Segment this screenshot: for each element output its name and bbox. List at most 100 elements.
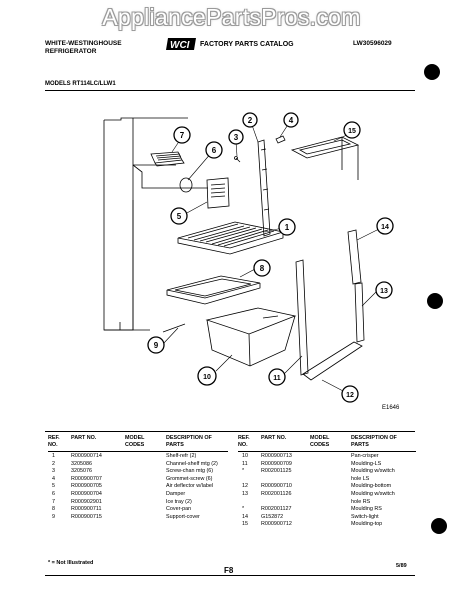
- callout-6: 6: [205, 141, 223, 159]
- catalog-title: FACTORY PARTS CATALOG: [200, 41, 294, 48]
- ref-no-cell: 11: [242, 460, 248, 467]
- part-no-cell: R000900715: [71, 513, 102, 520]
- description-cell: Shelf-refr (2): [166, 453, 197, 459]
- figure-code: E1646: [382, 405, 400, 411]
- part-no-cell: R000900710: [261, 483, 292, 490]
- ref-no-cell: 2: [52, 460, 55, 467]
- callout-15: 15: [343, 121, 361, 139]
- ice-tray-part: [150, 151, 185, 167]
- brand-name: WHITE-WESTINGHOUSE: [45, 40, 122, 47]
- svg-text:6: 6: [212, 146, 217, 155]
- moulding-bottom-part: [302, 341, 363, 381]
- damper-part: [179, 177, 193, 193]
- svg-text:14: 14: [381, 224, 389, 231]
- footer-rule: [45, 575, 415, 576]
- table-row: hole RS: [238, 499, 418, 506]
- description-cell: hole LS: [351, 475, 370, 482]
- header-description: DESCRIPTION OF PARTS: [351, 435, 397, 448]
- ref-no-cell: 15: [242, 521, 248, 528]
- catalog-date: 5/89: [396, 563, 407, 569]
- ref-no-cell: 6: [52, 491, 55, 497]
- parts-table-right: REF. NO. PART NO. MODEL CODES DESCRIPTIO…: [238, 435, 418, 555]
- table-row: 12 R000900710 Moulding-bottom: [238, 483, 418, 490]
- grommet-part: [275, 135, 286, 144]
- ref-no-cell: 7: [52, 498, 55, 505]
- callout-1: 1: [278, 218, 296, 236]
- ref-no-cell: *: [242, 506, 245, 513]
- part-no-cell: R002001125: [261, 468, 292, 475]
- callout-5: 5: [170, 207, 188, 225]
- description-cell: Screw-chan mtg (6): [166, 468, 214, 475]
- punch-hole-bottom: [431, 518, 447, 534]
- svg-text:2: 2: [248, 116, 253, 125]
- ref-no-cell: 8: [52, 506, 55, 513]
- description-cell: Grommet-screw (6): [166, 475, 213, 482]
- header-model-codes: MODEL CODES: [310, 435, 330, 448]
- svg-text:3: 3: [234, 133, 239, 142]
- ref-no-cell: 12: [242, 483, 248, 490]
- moulding-ls-part: [295, 259, 309, 376]
- punch-hole-middle: [427, 293, 443, 309]
- svg-text:11: 11: [273, 375, 281, 382]
- description-cell: Channel-shelf mtg (2): [166, 460, 218, 467]
- models-rule: [45, 90, 415, 91]
- ref-no-cell: 4: [52, 475, 55, 482]
- description-cell: Moulding w/switch: [351, 468, 395, 475]
- part-no-cell: R000902901: [71, 498, 102, 505]
- table-top-rule: [45, 431, 415, 432]
- svg-text:15: 15: [348, 128, 356, 135]
- shelf-channel-part: [257, 139, 271, 237]
- part-no-cell: R000900704: [71, 491, 102, 497]
- part-no-cell: R002001126: [261, 491, 292, 497]
- svg-text:7: 7: [180, 131, 185, 140]
- description-cell: Pan-crisper: [351, 453, 379, 459]
- description-cell: Moulding w/switch: [351, 491, 395, 497]
- description-cell: Moulding-bottom: [351, 483, 392, 490]
- callout-13: 13: [375, 281, 393, 299]
- callout-2: 2: [242, 112, 258, 128]
- models-line: MODELS RT114LC/LLW1: [45, 81, 116, 87]
- screw-part: [234, 156, 241, 163]
- header-ref-no: REF. NO.: [48, 435, 60, 448]
- ref-no-cell: 10: [242, 453, 248, 459]
- svg-text:1: 1: [285, 223, 290, 232]
- product-type: REFRIGERATOR: [45, 48, 97, 55]
- description-cell: Ice tray (2): [166, 498, 192, 505]
- refrigerator-shelf-part: [177, 221, 284, 255]
- parts-table-left: REF. NO. PART NO. MODEL CODES DESCRIPTIO…: [48, 435, 233, 555]
- callout-14: 14: [376, 217, 394, 235]
- svg-text:5: 5: [177, 212, 182, 221]
- header-part-no: PART NO.: [261, 435, 287, 441]
- left-header-rule: [48, 451, 228, 452]
- description-cell: Switch-light: [351, 513, 379, 520]
- description-cell: Damper: [166, 491, 186, 497]
- header-model-codes: MODEL CODES: [125, 435, 145, 448]
- crisper-pan-part: [205, 307, 297, 367]
- table-row: hole LS: [238, 476, 418, 483]
- part-no-cell: G152872: [261, 513, 284, 520]
- description-cell: Moulding-LS: [351, 460, 382, 467]
- part-no-cell: R000900705: [71, 483, 102, 490]
- svg-text:9: 9: [154, 341, 159, 350]
- description-cell: hole RS: [351, 498, 371, 505]
- description-cell: Air deflector w/label: [166, 483, 214, 490]
- catalog-code: LW30596029: [353, 40, 392, 47]
- table-row: 13 R002001126 Moulding w/switch: [238, 491, 418, 498]
- callout-8: 8: [253, 259, 271, 277]
- table-row: 6 R000900704 Damper: [48, 491, 233, 498]
- description-cell: Cover-pan: [166, 506, 192, 513]
- part-no-cell: R000900712: [261, 521, 292, 528]
- ref-no-cell: 5: [52, 483, 55, 490]
- ref-no-cell: 13: [242, 491, 248, 497]
- callout-7: 7: [173, 126, 191, 144]
- callout-11: 11: [268, 368, 286, 386]
- svg-text:13: 13: [380, 288, 388, 295]
